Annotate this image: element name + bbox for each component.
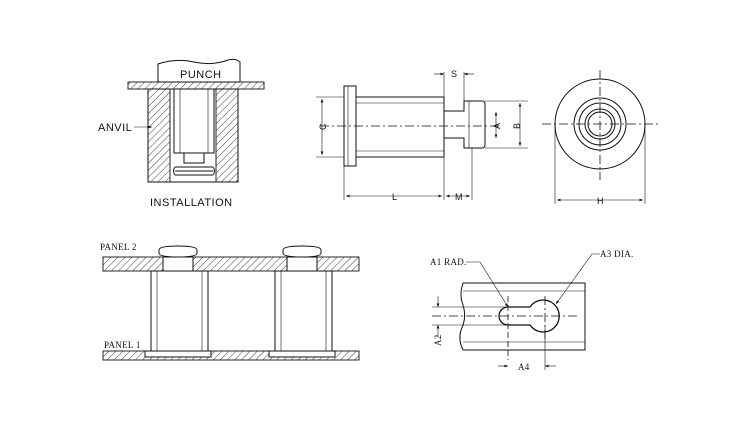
dim-a4: A4 (518, 362, 530, 372)
dim-l: L (392, 192, 397, 202)
punch (157, 58, 241, 83)
standoff-left (144, 245, 212, 358)
punch-label: PUNCH (180, 69, 222, 81)
installation-view: PUNCH ANVIL INSTALLATION (98, 58, 265, 209)
end-view: H (542, 70, 658, 206)
dim-a3-dia: A3 DIA. (600, 249, 634, 259)
keyhole-detail: A1 RAD. A3 DIA. A2 A4 (430, 249, 634, 372)
installation-label: INSTALLATION (150, 197, 233, 209)
anvil-label: ANVIL (98, 122, 132, 134)
anvil-right (215, 88, 239, 183)
panel-2-label: PANEL 2 (100, 242, 137, 252)
dim-s: S (451, 69, 457, 79)
panel-1 (102, 350, 360, 361)
side-view: C S A B L M (316, 69, 528, 202)
pin (443, 100, 486, 149)
dim-a: A (492, 123, 502, 129)
dim-a1-rad: A1 RAD. (430, 257, 467, 267)
anvil-left (147, 88, 171, 183)
standoff-body-side (355, 96, 445, 158)
keyhole-slot (498, 299, 560, 333)
installation-panel (127, 81, 265, 90)
detail-plate (463, 282, 586, 351)
dim-m: M (455, 192, 463, 202)
standoff-body (173, 88, 215, 154)
standoff-right (268, 245, 336, 358)
panel-assembly: PANEL 2 PANEL 1 (100, 242, 360, 361)
dim-c: C (318, 123, 328, 130)
dim-h: H (597, 196, 604, 206)
dim-b: B (512, 123, 522, 129)
dim-a2: A2 (433, 334, 443, 346)
panel-2 (102, 256, 360, 272)
panel-1-label: PANEL 1 (104, 340, 141, 350)
